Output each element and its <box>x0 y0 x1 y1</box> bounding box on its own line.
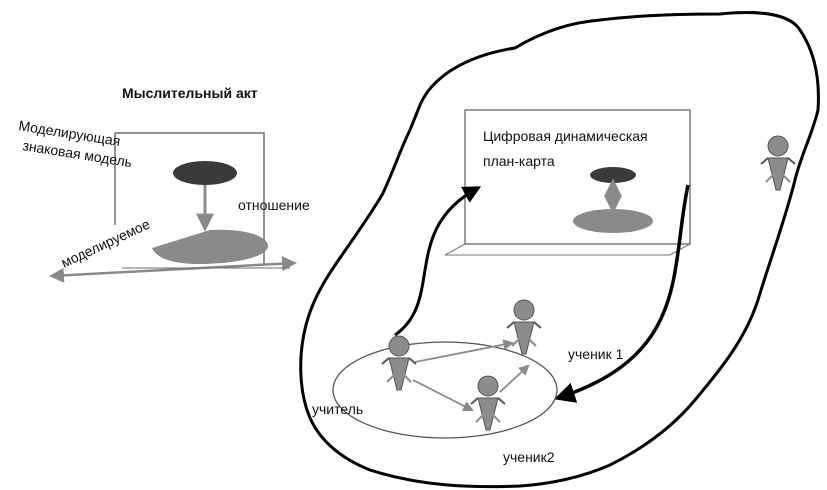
person-figure-icon <box>470 375 506 431</box>
person-figure-icon <box>760 135 796 191</box>
class-group-ellipse <box>332 341 558 439</box>
map-title-line2: план-карта <box>483 153 555 169</box>
learning-space-outline <box>299 11 820 489</box>
digital-map-base <box>444 243 691 256</box>
digital-map-box <box>464 109 691 245</box>
student1-label: ученик 1 <box>568 346 624 362</box>
map-dark-ellipse <box>590 167 636 183</box>
sign-model-ellipse <box>173 161 237 185</box>
student2-to-student1-arrow <box>499 364 530 393</box>
map-gray-ellipse <box>573 209 653 233</box>
student2-label: ученик2 <box>503 449 555 465</box>
thinking-act-scheme: Мыслительный акт Моделирующая знаковая м… <box>18 85 310 283</box>
map-title-line1: Цифровая динамическая <box>483 128 648 144</box>
curved-arrow-to-map <box>394 186 482 337</box>
frame-top-line <box>115 132 265 265</box>
modeled-label: моделируемое <box>59 216 153 271</box>
scheme-title: Мыслительный акт <box>122 85 258 101</box>
relation-label: отношение <box>238 197 310 213</box>
relation-double-arrow <box>49 256 297 283</box>
teacher-label: учитель <box>312 401 363 417</box>
curved-arrow-from-map <box>554 184 690 403</box>
learning-space-scheme: Цифровая динамическая план-карта ученик … <box>299 11 820 489</box>
person-figure-icon <box>506 299 542 355</box>
teacher-to-student1-arrow <box>414 339 515 363</box>
teacher-to-student2-arrow <box>412 379 474 411</box>
modeled-object-shape <box>152 229 268 264</box>
